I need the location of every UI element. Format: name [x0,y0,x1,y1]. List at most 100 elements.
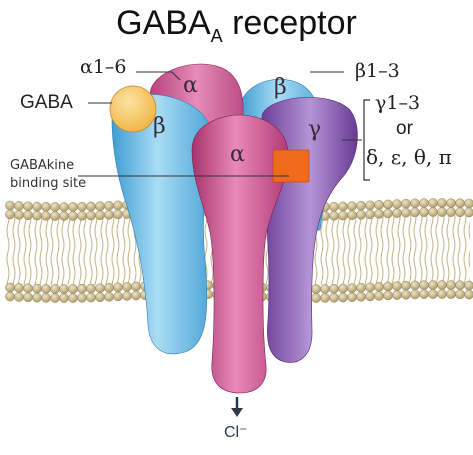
lipid-head [77,210,87,221]
lipid-head [104,210,114,220]
alpha-front-subunit-label: α [230,142,245,167]
lipid-head [50,202,60,212]
lipid-head [122,282,132,292]
lipid-head [23,283,33,294]
alpha-subunit-front [191,114,289,394]
lipid-head [419,207,429,217]
lipid-head [365,291,375,302]
lipid-head [338,292,348,303]
lipid-head [329,201,339,212]
lipid-head [59,284,69,294]
lipid-head [59,202,69,212]
gamma-range-label: γ1–3 [375,92,421,114]
lipid-head [41,211,51,221]
lipid-head [329,292,339,303]
lipid-head [104,201,114,211]
lipid-head [392,290,402,300]
chloride-ion-label: Cl⁻ [224,424,248,441]
lipid-head [95,283,105,293]
lipid-head [68,211,78,221]
lipid-head [113,282,123,293]
lipid-head [68,293,78,303]
beta-left-subunit-label: β [153,114,166,139]
lipid-head [329,210,339,221]
lipid-head [77,292,87,303]
lipid-head [41,202,51,212]
lipid-head [401,198,411,209]
lipid-head [50,293,60,303]
lipid-head [86,292,96,303]
lipid-head [347,210,357,220]
alpha-back-subunit-label: α [183,73,198,98]
lipid-head [437,280,447,290]
lipid-head [113,200,123,211]
lipid-head [14,292,24,302]
lipid-head [32,210,42,221]
lipid-head [464,289,473,300]
lipid-head [86,210,96,221]
lipid-head [320,293,330,303]
lipid-head [95,201,105,211]
alternative-subunits-label: δ, ε, θ, π [366,145,452,169]
lipid-head [338,283,348,294]
alpha-range-leader-tick [171,71,181,81]
lipid-head [311,284,321,294]
lipid-head [329,283,339,294]
lipid-head [95,210,105,220]
lipid-head [419,280,429,290]
gaba-label: GABA [20,92,73,113]
lipid-head [5,209,15,220]
lipid-head [455,198,465,209]
lipid-head [347,283,357,293]
lipid-head [77,201,87,212]
lipid-head [338,201,348,212]
lipid-head [113,291,123,302]
lipid-head [356,282,366,293]
lipid-head [401,207,411,218]
lipid-head [356,291,366,302]
lipid-head [131,290,141,301]
chloride-arrow [231,397,243,417]
gabakine-label-line1: GABAkine [10,158,75,173]
beta-range-label: β1–3 [355,60,400,82]
lipid-head [428,207,438,217]
lipid-head [104,283,114,293]
lipid-head [122,291,132,301]
lipid-head [374,200,384,210]
lipid-head [446,207,456,217]
lipid-head [446,280,456,290]
lipid-head [14,283,24,293]
lipid-head [437,198,447,208]
lipid-head [392,208,402,218]
lipid-head [86,201,96,212]
lipid-head [383,290,393,301]
lipid-head [338,210,348,221]
lipid-head [68,202,78,212]
lipid-head [374,291,384,301]
lipid-head [68,284,78,294]
lipid-head [401,289,411,300]
lipid-head [410,289,420,300]
lipid-head [464,198,473,209]
lipid-head [428,198,438,208]
lipid-head [59,211,69,221]
lipid-head [455,207,465,218]
lipid-head [356,209,366,220]
lipid-head [311,293,321,303]
lipid-head [383,208,393,219]
lipid-head [32,292,42,303]
lipid-head [365,282,375,293]
alpha-range-label: α1–6 [80,56,127,78]
lipid-head [14,201,24,211]
gaba-molecule [109,85,157,133]
lipid-head [419,289,429,299]
lipid-head [455,280,465,291]
lipid-head [446,289,456,299]
lipid-head [365,209,375,220]
lipid-head [419,198,429,208]
lipid-head [392,199,402,209]
lipid-head [5,282,15,293]
lipid-head [320,284,330,294]
